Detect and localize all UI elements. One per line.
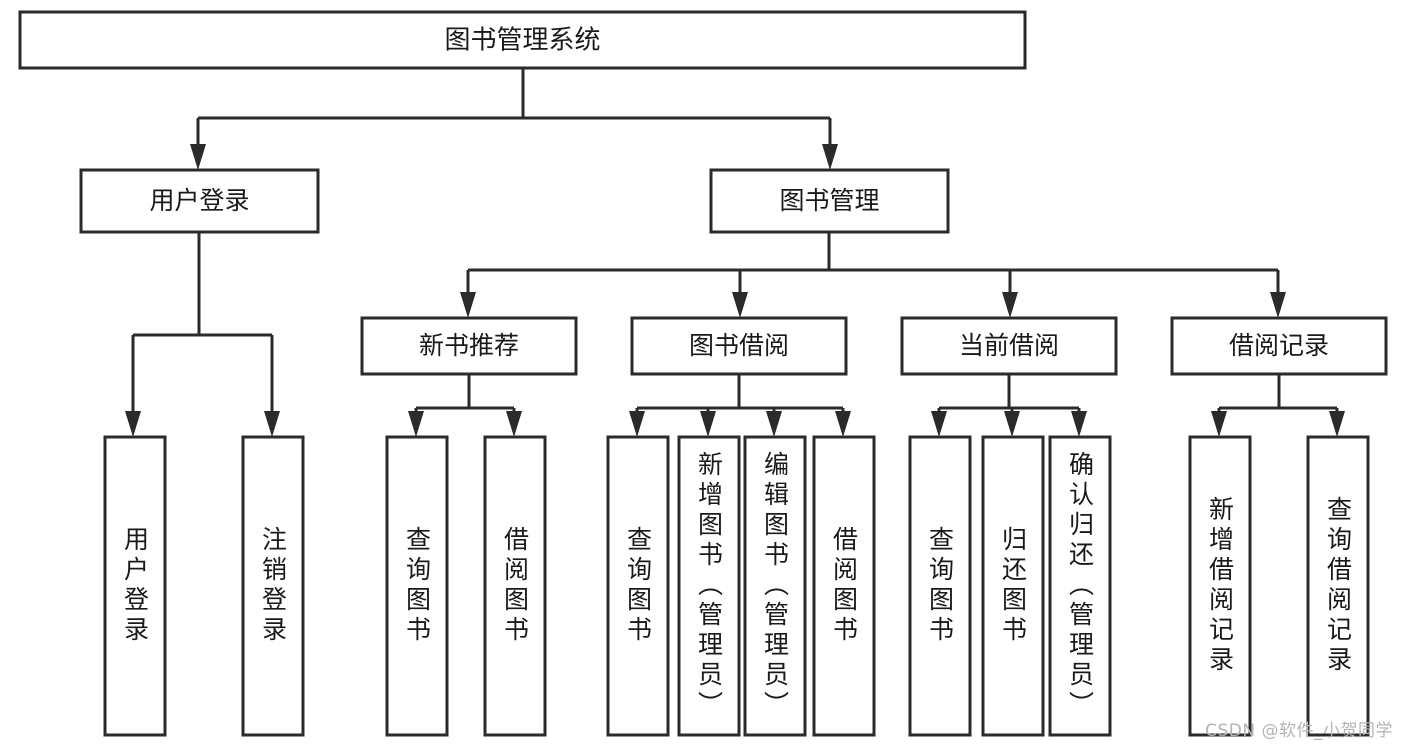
arrow-head-icon xyxy=(1002,292,1018,318)
node-box[interactable] xyxy=(606,435,670,737)
arrow-head-icon xyxy=(264,411,280,437)
node-leaf-query-book-rec[interactable] xyxy=(385,435,449,737)
node-box[interactable] xyxy=(1188,435,1252,737)
arrow-head-icon xyxy=(460,292,476,318)
node-box[interactable] xyxy=(900,316,1118,376)
arrow-head-icon xyxy=(732,292,748,318)
node-leaf-query-book-borrow[interactable] xyxy=(606,435,670,737)
node-new-book-recommend[interactable]: 新书推荐 xyxy=(360,316,578,376)
node-box[interactable] xyxy=(709,168,950,234)
arrow-head-icon xyxy=(1071,411,1087,437)
connector-borrow-record xyxy=(1211,374,1345,437)
node-label: 借阅记录 xyxy=(1229,331,1329,360)
node-borrow-record[interactable]: 借阅记录 xyxy=(1170,316,1388,376)
node-leaf-borrow-book-rec[interactable] xyxy=(483,435,547,737)
connector-book-manage xyxy=(460,232,1286,318)
arrow-head-icon xyxy=(408,411,424,437)
arrow-head-icon xyxy=(931,411,947,437)
node-leaf-return-book[interactable] xyxy=(981,435,1045,737)
arrow-head-icon xyxy=(1004,411,1020,437)
node-box[interactable] xyxy=(630,316,848,376)
node-box[interactable] xyxy=(385,435,449,737)
arrow-head-icon xyxy=(700,411,716,437)
node-leaf-edit-book[interactable] xyxy=(743,435,807,737)
node-label: 当前借阅 xyxy=(959,331,1059,360)
node-box[interactable] xyxy=(360,316,578,376)
node-box[interactable] xyxy=(1048,435,1112,737)
node-box[interactable] xyxy=(1306,435,1370,737)
node-box[interactable] xyxy=(981,435,1045,737)
node-box[interactable] xyxy=(18,10,1027,70)
connector-book-borrow xyxy=(629,374,851,437)
node-box[interactable] xyxy=(812,435,876,737)
node-label: 新书推荐 xyxy=(419,331,519,360)
arrow-head-icon xyxy=(766,411,782,437)
node-leaf-user-logout[interactable] xyxy=(241,435,305,737)
node-book-manage[interactable]: 图书管理 xyxy=(709,168,950,234)
node-label: 图书管理 xyxy=(779,186,879,215)
node-leaf-query-book-cur[interactable] xyxy=(908,435,972,737)
node-leaf-query-record[interactable] xyxy=(1306,435,1370,737)
arrow-head-icon xyxy=(1211,411,1227,437)
node-label: 图书管理系统 xyxy=(444,26,600,56)
node-user-login[interactable]: 用户登录 xyxy=(79,168,320,234)
arrow-head-icon xyxy=(506,411,522,437)
node-box[interactable] xyxy=(483,435,547,737)
node-leaf-confirm-return[interactable] xyxy=(1048,435,1112,737)
node-box[interactable] xyxy=(743,435,807,737)
watermark-text: CSDN @软件_小贺同学 xyxy=(1205,721,1393,741)
arrow-head-icon xyxy=(1270,292,1286,318)
node-label: 图书借阅 xyxy=(689,331,789,360)
arrow-head-icon xyxy=(190,144,206,170)
node-box[interactable] xyxy=(79,168,320,234)
node-book-borrow[interactable]: 图书借阅 xyxy=(630,316,848,376)
node-leaf-add-book[interactable] xyxy=(677,435,741,737)
node-label: 用户登录 xyxy=(149,186,249,215)
connector-new-book-recommend xyxy=(408,374,522,437)
node-box[interactable] xyxy=(1170,316,1388,376)
node-leaf-add-record[interactable] xyxy=(1188,435,1252,737)
arrow-head-icon xyxy=(1329,411,1345,437)
node-leaf-borrow-book[interactable] xyxy=(812,435,876,737)
node-root[interactable]: 图书管理系统 xyxy=(18,10,1027,70)
node-current-borrow[interactable]: 当前借阅 xyxy=(900,316,1118,376)
node-box[interactable] xyxy=(908,435,972,737)
node-box[interactable] xyxy=(103,435,167,737)
node-box[interactable] xyxy=(241,435,305,737)
node-leaf-user-login[interactable] xyxy=(103,435,167,737)
arrow-head-icon xyxy=(835,411,851,437)
connector-current-borrow xyxy=(931,374,1087,437)
arrow-head-icon xyxy=(629,411,645,437)
node-box[interactable] xyxy=(677,435,741,737)
connector-root xyxy=(190,68,838,170)
arrow-head-icon xyxy=(125,411,141,437)
arrow-head-icon xyxy=(822,144,838,170)
connector-user-login xyxy=(125,232,280,437)
